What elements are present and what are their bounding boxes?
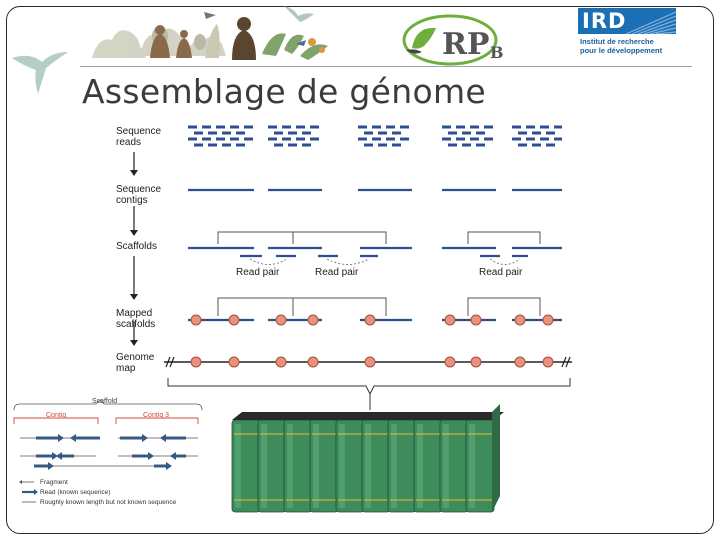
rpb-logo-text: RP: [442, 27, 490, 62]
genome-marker: [542, 356, 554, 368]
inset-read-arrow-head: [166, 462, 172, 470]
inset-scaffold-brace: [13, 399, 203, 411]
genome-marker: [364, 314, 376, 326]
genome-break-mark: [561, 356, 567, 368]
genome-break-mark: [165, 356, 171, 368]
volume-highlight: [339, 424, 345, 508]
volume-highlight: [469, 424, 475, 508]
legend-read-head: [34, 489, 38, 495]
inset-contig-bracket: [13, 417, 99, 424]
svg-text:B: B: [490, 43, 504, 62]
genome-marker: [307, 314, 319, 326]
read-pair-link: [249, 258, 288, 265]
volume-side: [492, 404, 500, 512]
volume-highlight: [365, 424, 371, 508]
volume-highlight: [235, 424, 241, 508]
genome-marker: [444, 356, 456, 368]
ird-logo: IRD Institut de recherche pour le dévelo…: [578, 8, 696, 60]
genome-marker: [275, 314, 287, 326]
ird-logo-text: IRD: [582, 9, 627, 33]
inset-contig-left: Contig: [46, 412, 67, 419]
volume-highlight: [261, 424, 267, 508]
header-banner: [12, 6, 328, 94]
flow-arrow-head: [130, 230, 138, 236]
volume-highlight: [443, 424, 449, 508]
rpb-logo: RP B: [402, 14, 504, 66]
slide-title: Assemblage de génome: [82, 72, 487, 111]
label-scaffolds: Scaffolds: [116, 241, 157, 252]
genome-brace: [167, 378, 571, 396]
genome-marker: [470, 314, 482, 326]
volume-highlight: [417, 424, 423, 508]
read-pair-link: [489, 258, 521, 265]
genome-break-mark: [169, 356, 175, 368]
inset-contig-right: Contig 3: [143, 412, 170, 419]
mapped-bracket: [217, 297, 387, 316]
genome-marker: [514, 314, 526, 326]
flow-arrow-head: [130, 294, 138, 300]
genome-marker: [275, 356, 287, 368]
genome-marker: [228, 356, 240, 368]
legend-unknown-sequence: Roughly known length but not known seque…: [40, 499, 177, 506]
genome-marker: [228, 314, 240, 326]
flow-arrow-head: [130, 170, 138, 176]
read-pair-label: Read pair: [479, 267, 523, 278]
inset-contig-bracket: [115, 417, 199, 424]
scaffold-bracket: [467, 231, 541, 244]
ird-subtitle: Institut de recherche pour le développem…: [580, 37, 663, 55]
read-pair-label: Read pair: [315, 267, 359, 278]
genome-marker: [542, 314, 554, 326]
slide-frame: [6, 6, 714, 534]
flow-arrow-head: [130, 340, 138, 346]
volume-highlight: [391, 424, 397, 508]
scaffold-bracket: [217, 231, 387, 244]
legend-fragment: Fragment: [40, 479, 68, 486]
genome-marker: [364, 356, 376, 368]
legend-fragment-head: [19, 480, 22, 484]
mapped-bracket: [467, 297, 541, 316]
volume-highlight: [287, 424, 293, 508]
genome-marker: [470, 356, 482, 368]
read-pair-link: [326, 258, 370, 265]
genome-marker: [307, 356, 319, 368]
inset-scaffold-label: Scaffold: [92, 398, 118, 405]
genome-marker: [190, 356, 202, 368]
legend-read: Read (known sequence): [40, 489, 111, 496]
genome-break-mark: [565, 356, 571, 368]
read-pair-label: Read pair: [236, 267, 280, 278]
genome-marker: [444, 314, 456, 326]
genome-marker: [190, 314, 202, 326]
ird-stripes: [625, 11, 676, 34]
genome-marker: [514, 356, 526, 368]
volume-highlight: [313, 424, 319, 508]
header-rule: [80, 66, 692, 67]
